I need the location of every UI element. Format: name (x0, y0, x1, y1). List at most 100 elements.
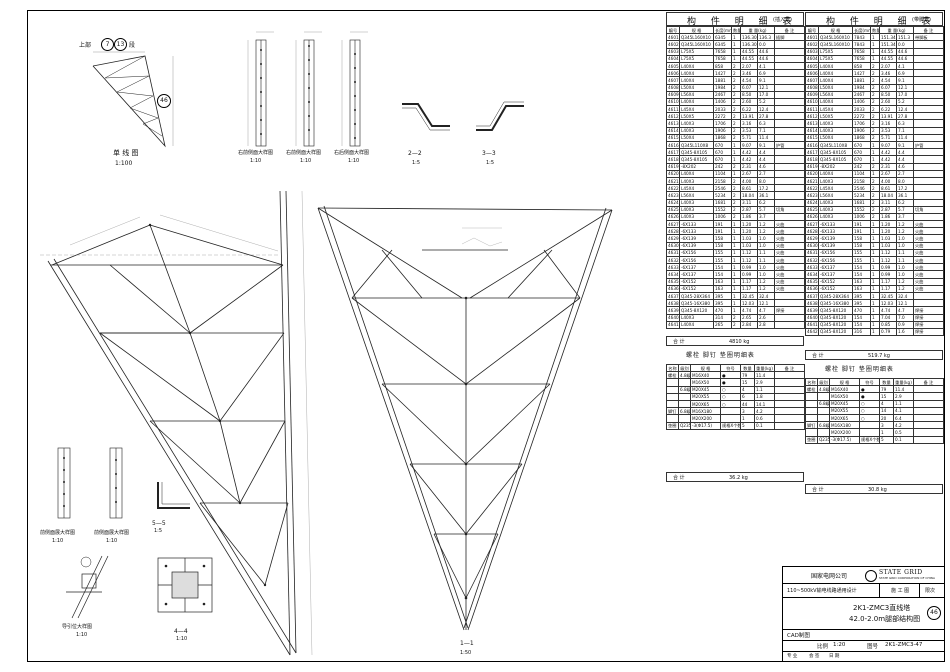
bom-right-cell: 2272 (852, 112, 871, 121)
bolt-right-cell (859, 421, 880, 430)
detail-caption-2: 右前侧面大样图 (286, 150, 322, 156)
bom-right-cell: 4626 (805, 212, 819, 222)
bom-right-cell: 2158 (852, 176, 871, 186)
bom-left-cell: Q345-8X105 (679, 155, 714, 164)
bom-right-cell: 0.99 (879, 270, 897, 279)
bom-left-cell (774, 320, 805, 329)
bom-left-cell: 3.53 (740, 126, 758, 135)
bom-right-cell: 2 (870, 83, 880, 92)
bom-right-cell: 17.2 (896, 184, 914, 193)
bom-left-cell: 4611 (666, 105, 680, 114)
bom-right-cell (913, 191, 944, 200)
bolt-right-cell: ○ (859, 413, 880, 423)
bolt-right-cell: 规格X个数 (859, 435, 880, 444)
bom-left-cell: 1.2 (757, 220, 775, 229)
bolt-header-cell: 名称 (805, 377, 818, 387)
bom-right-cell: 7843 (852, 40, 871, 49)
bom-left-cell: 0.99 (740, 263, 758, 272)
scale-value: 1:20 (833, 642, 846, 648)
bom-right-cell: L40X4 (818, 69, 853, 78)
bom-left-cell: 1104 (713, 169, 732, 178)
bom-right-cell: 4635 (805, 277, 819, 286)
bom-left-cell: 1406 (713, 97, 732, 107)
bom-left-cell: 4.42 (740, 155, 758, 164)
bom-right-cell: 火曲 (913, 270, 944, 279)
bom-right-cell: 4628 (805, 227, 819, 236)
bolt-right-cell (913, 399, 944, 408)
bom-right-cell: 5.2 (896, 97, 914, 107)
bolt-left-total-value: 36.2 kg (729, 475, 748, 481)
bolt-right-cell (817, 406, 830, 415)
bom-left-cell: 火曲 (774, 284, 805, 293)
bom-left-cell: 4.4 (757, 148, 775, 157)
bom-left-cell: 火曲 (774, 255, 805, 265)
bom-right-cell: 44.6 (896, 54, 914, 63)
bom-right-table: 编号 规 格 长度(mm) 数量 重 量(kg) 备 注 4601Q345L16… (805, 25, 944, 337)
bolt-left-cell (774, 378, 805, 387)
bom-left-cell (774, 198, 805, 207)
single-line-view: 上部 7 13 段 46 单 线 图 1:100 (79, 38, 195, 167)
bom-right-cell: 2.7 (896, 169, 914, 178)
bom-left-cell: 焊接 (774, 306, 805, 315)
top-view-suffix: 段 (129, 42, 136, 49)
bom-right-cell: 4.54 (879, 76, 897, 85)
section-2-2-label: 2—2 (408, 150, 422, 157)
bolt-left-cell: 2.9 (754, 378, 775, 387)
bom-header-cell: 数量 (731, 25, 741, 35)
bom-right-cell: Q345-8X120 (818, 313, 853, 322)
bom-right-cell: 4642 (805, 327, 819, 337)
bolt-left-cell (678, 392, 691, 401)
bom-left-cell: 1.1 (757, 255, 775, 265)
lower-left-details-svg (57, 447, 123, 519)
bom-right-cell: L40X4 (818, 61, 853, 71)
detail-scale-3: 1:10 (348, 158, 360, 164)
bolt-right-cell: 14 (879, 406, 894, 415)
bolt-right-cell (913, 428, 944, 437)
bolt-right-cell (913, 406, 944, 415)
bom-left-cell: 插脚 (774, 33, 805, 42)
bom-left-cell: L45X4 (679, 184, 714, 193)
bolt-right-cell (805, 413, 818, 423)
lower-left-details: 前侧面展大样图 1:10 前侧面展大样图 1:10 (38, 440, 148, 550)
bom-left-cell: 1 (731, 284, 741, 293)
bom-left-cell: 395 (713, 299, 732, 308)
lower-left-scale-2: 1:10 (106, 538, 118, 544)
bom-right-cell: 焊接 (913, 320, 944, 329)
bom-right-cell: 670 (852, 155, 871, 164)
bom-right-cell: 1 (870, 284, 880, 293)
bom-right-cell (913, 105, 944, 114)
bom-right-cell: 4638 (805, 299, 819, 308)
bom-left-cell: 1706 (713, 119, 732, 128)
bom-right-cell: -6X152 (818, 284, 853, 293)
bom-left-cell: 4601 (666, 33, 680, 42)
bom-right-cell: 4.1 (896, 61, 914, 71)
bom-right-cell: 4640 (805, 313, 819, 322)
bolt-header-cell: 级别 (817, 377, 830, 387)
bom-left-cell: 4634 (666, 270, 680, 279)
bom-left-cell: L40X4 (679, 97, 714, 107)
bom-left-cell: 1984 (713, 83, 732, 92)
bom-right-cell: 154 (852, 263, 871, 272)
bolt-left-total-label: 合 计 (673, 475, 685, 481)
bom-right-cell: 1 (870, 299, 880, 308)
bom-right-cell: 151.34 (879, 33, 897, 42)
bom-left-cell: 2 (731, 184, 741, 193)
bom-left-cell: 1 (731, 299, 741, 308)
bom-left-cell: L40X4 (679, 69, 714, 78)
bolt-left-cell: ○ (720, 385, 741, 394)
bom-left-cell: 11.4 (757, 133, 775, 143)
